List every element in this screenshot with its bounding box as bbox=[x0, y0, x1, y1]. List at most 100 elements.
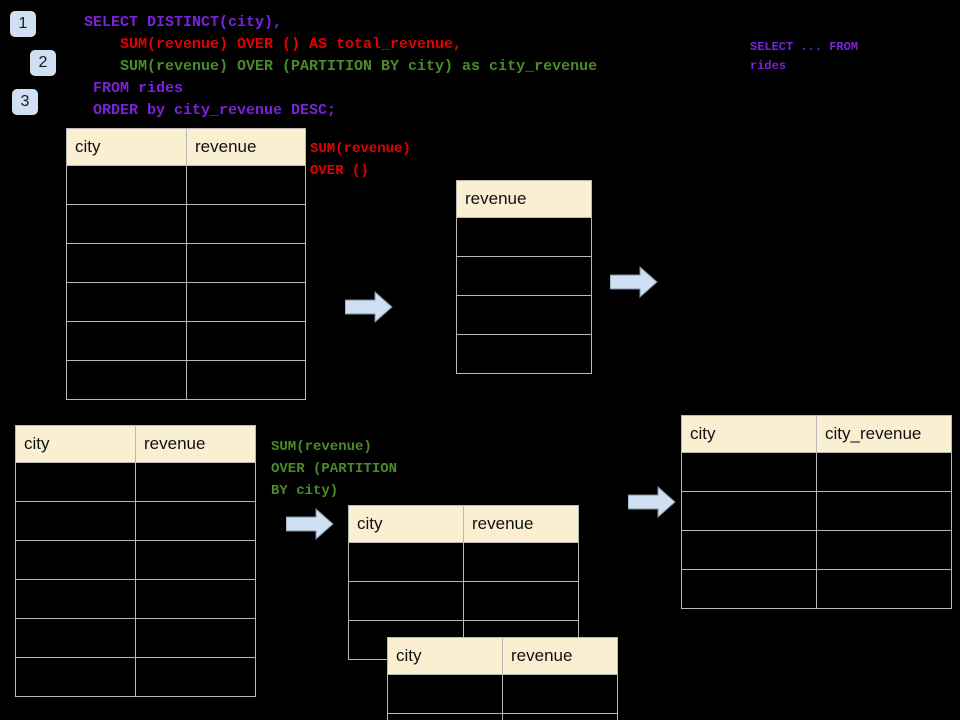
table-row bbox=[66, 282, 306, 322]
table-row bbox=[348, 581, 579, 621]
table-row bbox=[15, 579, 256, 619]
table-total-revenue: revenue bbox=[456, 180, 592, 374]
table-cell bbox=[186, 360, 306, 400]
column-header-city: city bbox=[348, 505, 464, 543]
table-cell bbox=[502, 674, 618, 714]
annot-sum-over-partition: SUM(revenue) OVER (PARTITION BY city) bbox=[271, 439, 398, 499]
table-cell bbox=[456, 295, 592, 335]
table-cell bbox=[456, 334, 592, 374]
table-cell bbox=[502, 713, 618, 720]
table-row bbox=[66, 243, 306, 283]
table-cell bbox=[15, 618, 136, 658]
column-header-revenue: revenue bbox=[186, 128, 306, 166]
table-row bbox=[66, 165, 306, 205]
table-row bbox=[15, 540, 256, 580]
table-cell bbox=[681, 569, 817, 609]
table-cell bbox=[186, 204, 306, 244]
table-cell bbox=[15, 540, 136, 580]
table-cell bbox=[135, 462, 256, 502]
table-cell bbox=[816, 452, 952, 492]
table-cell bbox=[681, 452, 817, 492]
arrow-icon bbox=[609, 265, 658, 299]
step-badge-3: 3 bbox=[12, 89, 38, 115]
table-row bbox=[387, 674, 618, 714]
table-row bbox=[681, 491, 952, 531]
sql-line-1: SELECT DISTINCT(city), bbox=[84, 14, 283, 31]
table-cell bbox=[135, 579, 256, 619]
table-cell bbox=[816, 569, 952, 609]
arrow-bottom-left bbox=[285, 507, 334, 541]
table-cell bbox=[681, 491, 817, 531]
table-row bbox=[15, 501, 256, 541]
table-cell bbox=[15, 657, 136, 697]
table-cell bbox=[456, 217, 592, 257]
table-cell bbox=[463, 542, 579, 582]
table-cell bbox=[135, 540, 256, 580]
table-cell bbox=[816, 530, 952, 570]
table-header-row: revenue bbox=[456, 180, 592, 218]
table-cell bbox=[463, 581, 579, 621]
column-header-city: city bbox=[15, 425, 136, 463]
table-cell bbox=[135, 657, 256, 697]
table-cell bbox=[135, 501, 256, 541]
sql-line-4: FROM rides bbox=[93, 80, 184, 97]
annot-sum-over-empty: SUM(revenue) OVER () bbox=[310, 141, 411, 179]
table-cell bbox=[66, 360, 187, 400]
table-cell bbox=[186, 282, 306, 322]
table-cell bbox=[186, 165, 306, 205]
arrow-top-left bbox=[344, 290, 393, 324]
table-row bbox=[348, 542, 579, 582]
table-cell bbox=[681, 530, 817, 570]
table-cell bbox=[66, 243, 187, 283]
table-cell bbox=[15, 501, 136, 541]
annot-select-from-rides: SELECT ... FROM rides bbox=[750, 40, 859, 73]
column-header-city: city bbox=[387, 637, 503, 675]
column-header-revenue: revenue bbox=[502, 637, 618, 675]
table-row bbox=[66, 204, 306, 244]
column-header-revenue: revenue bbox=[463, 505, 579, 543]
table-cell bbox=[456, 256, 592, 296]
table-row bbox=[15, 657, 256, 697]
table-cell bbox=[387, 713, 503, 720]
table-cell bbox=[66, 282, 187, 322]
table-cell bbox=[387, 674, 503, 714]
table-cell bbox=[15, 462, 136, 502]
table-row bbox=[66, 360, 306, 400]
table-cell bbox=[66, 165, 187, 205]
table-row bbox=[456, 295, 592, 335]
arrow-icon bbox=[285, 507, 334, 541]
table-row bbox=[387, 713, 618, 720]
column-header-city_revenue: city_revenue bbox=[816, 415, 952, 453]
arrow-top-right bbox=[609, 265, 658, 299]
arrow-icon bbox=[627, 485, 676, 519]
sql-query-block: SELECT DISTINCT(city), SUM(revenue) OVER … bbox=[84, 12, 597, 122]
column-header-revenue: revenue bbox=[135, 425, 256, 463]
table-row bbox=[681, 530, 952, 570]
table-cell bbox=[186, 243, 306, 283]
table-row bbox=[456, 256, 592, 296]
column-header-city: city bbox=[66, 128, 187, 166]
table-cell bbox=[348, 581, 464, 621]
table-row bbox=[681, 569, 952, 609]
sql-line-2: SUM(revenue) OVER () AS total_revenue, bbox=[120, 36, 463, 53]
table-row bbox=[456, 334, 592, 374]
table-cell bbox=[15, 579, 136, 619]
sql-line-5: ORDER by city_revenue DESC; bbox=[93, 102, 337, 119]
table-row bbox=[66, 321, 306, 361]
table-row bbox=[456, 217, 592, 257]
table-cell bbox=[816, 491, 952, 531]
table-cell bbox=[66, 204, 187, 244]
column-header-revenue: revenue bbox=[456, 180, 592, 218]
sql-line-3: SUM(revenue) OVER (PARTITION BY city) as… bbox=[120, 58, 598, 75]
column-header-city: city bbox=[681, 415, 817, 453]
